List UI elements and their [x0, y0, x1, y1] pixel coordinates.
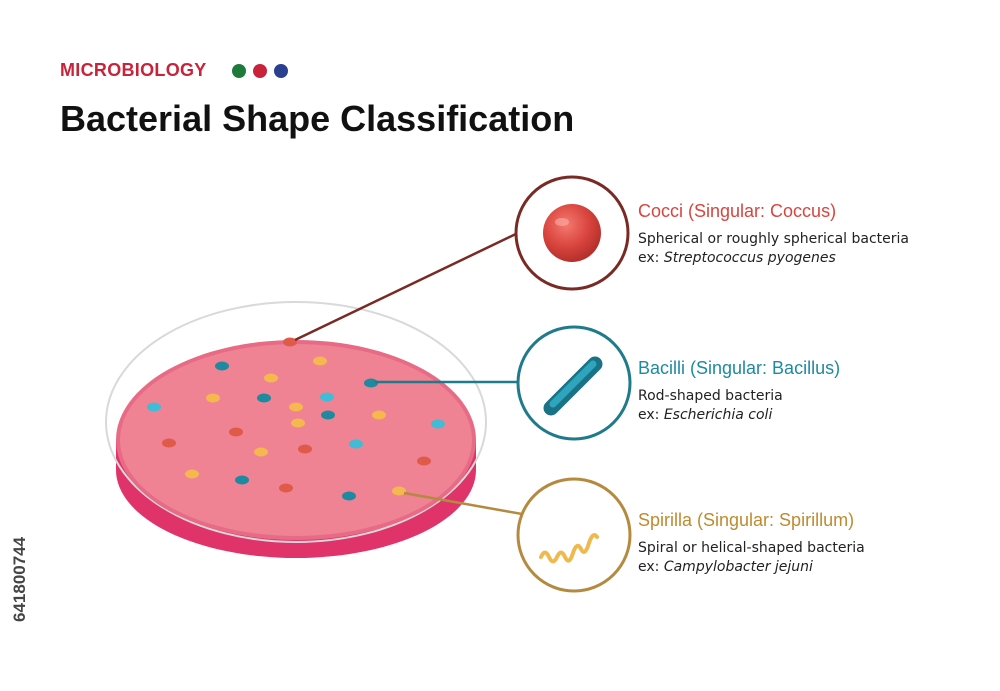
sphere-highlight	[555, 218, 569, 226]
colony-cyan	[431, 419, 445, 429]
colony-yellow	[185, 469, 199, 479]
colony-teal	[364, 378, 378, 388]
spirilla-ring	[516, 477, 632, 593]
spirilla-info: Spirilla (Singular: Spirillum) Spiral or…	[638, 510, 978, 577]
kicker-dots	[232, 64, 288, 78]
colony-teal	[257, 393, 271, 403]
colony-teal	[235, 475, 249, 485]
cocci-info: Cocci (Singular: Coccus) Spherical or ro…	[638, 201, 978, 268]
colony-yellow	[264, 373, 278, 383]
cocci-title: Cocci (Singular: Coccus)	[638, 201, 837, 221]
colony-yellow	[289, 402, 303, 412]
sphere-icon	[543, 204, 601, 262]
dish-lid-outline	[105, 301, 487, 543]
colony-cyan	[320, 392, 334, 402]
spirilla-title: Spirilla (Singular: Spirillum)	[638, 510, 855, 530]
colony-teal	[321, 410, 335, 420]
colony-red	[279, 483, 293, 493]
colony-yellow	[254, 447, 268, 457]
cocci-example: ex: Streptococcus pyogenes	[638, 250, 836, 266]
colony-cyan	[349, 439, 363, 449]
colony-yellow	[372, 410, 386, 420]
bacilli-callout	[516, 325, 632, 441]
green-dot-icon	[232, 64, 246, 78]
colony-red	[229, 427, 243, 437]
colony-teal	[342, 491, 356, 501]
colony-yellow	[392, 486, 406, 496]
bacilli-example: ex: Escherichia coli	[638, 407, 773, 423]
spiral-icon	[539, 533, 599, 564]
colony-yellow	[291, 418, 305, 428]
petri-dish	[105, 301, 487, 558]
bacilli-title: Bacilli (Singular: Bacillus)	[638, 358, 841, 378]
cocci-description: Spherical or roughly spherical bacteria	[638, 231, 909, 247]
section-kicker: MICROBIOLOGY	[60, 60, 207, 80]
colony-red	[283, 337, 297, 347]
spirilla-description: Spiral or helical-shaped bacteria	[638, 540, 865, 556]
red-dot-icon	[253, 64, 267, 78]
colony-red	[162, 438, 176, 448]
colonies	[147, 337, 445, 501]
spirilla-callout	[516, 477, 632, 593]
spirilla-connector	[403, 491, 523, 516]
colony-cyan	[147, 402, 161, 412]
bacilli-description: Rod-shaped bacteria	[638, 388, 783, 404]
page-title: Bacterial Shape Classification	[60, 98, 575, 139]
cocci-callout	[514, 175, 630, 291]
agar-surface	[120, 344, 472, 536]
colony-red	[298, 444, 312, 454]
rod-highlight	[549, 360, 597, 408]
colony-red	[417, 456, 431, 466]
blue-dot-icon	[274, 64, 288, 78]
spirilla-example: ex: Campylobacter jejuni	[638, 559, 813, 575]
colony-yellow	[313, 356, 327, 366]
colony-teal	[215, 361, 229, 371]
cocci-connector	[294, 230, 521, 342]
bacilli-info: Bacilli (Singular: Bacillus) Rod-shaped …	[638, 358, 978, 425]
colony-yellow	[206, 393, 220, 403]
